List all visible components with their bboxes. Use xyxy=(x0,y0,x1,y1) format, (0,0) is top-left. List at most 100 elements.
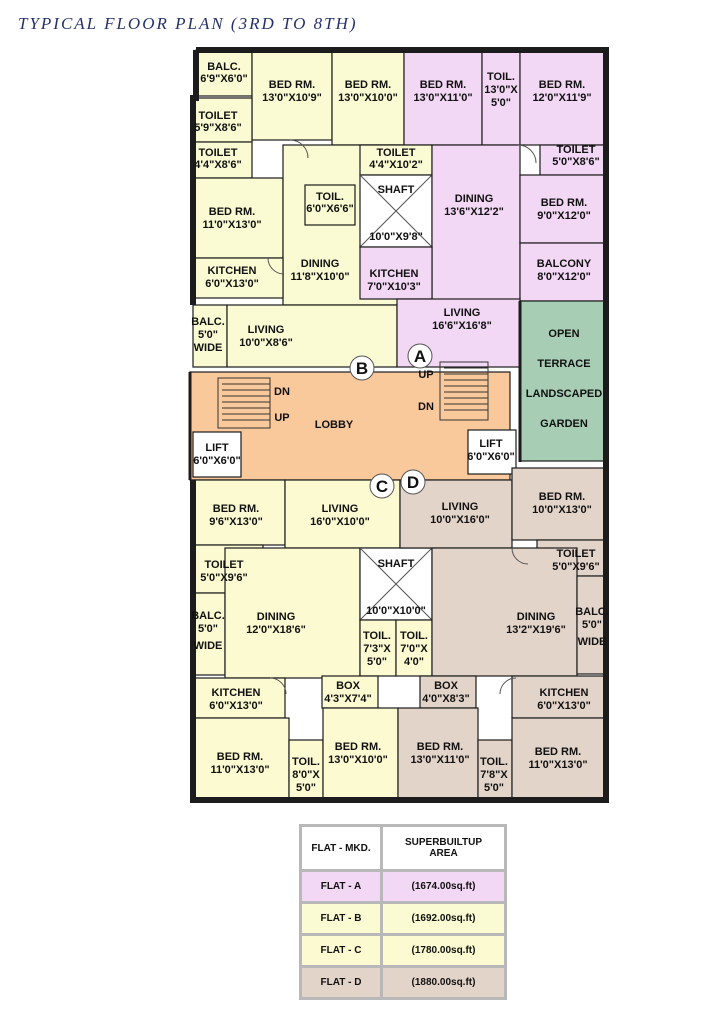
toil-d3-name: TOIL. xyxy=(480,756,508,768)
toil-b3 xyxy=(304,184,356,226)
toil-d2-dim1: 7'0"X xyxy=(400,643,428,655)
bed-d2-name: BED RM. xyxy=(417,741,463,753)
lobby-dn-right: DN xyxy=(418,401,434,413)
balc-c-dim2: WIDE xyxy=(194,640,223,652)
legend-row-flat-b: FLAT - B (1692.00sq.ft) xyxy=(299,901,507,936)
area-legend-table: FLAT - MKD. SUPERBUILTUP AREA FLAT - A (… xyxy=(299,824,507,1000)
lobby-up-left: UP xyxy=(274,412,289,424)
kitchen-d xyxy=(511,675,607,719)
toilet-b1-name: TOILET xyxy=(199,110,238,122)
living-b xyxy=(226,304,398,368)
legend-flat-area: (1880.00sq.ft) xyxy=(380,965,507,1000)
door-arc-6 xyxy=(499,677,517,695)
balc-d-dim2: WIDE xyxy=(578,636,607,648)
balc-d-name: BALC. xyxy=(575,606,609,618)
legend-flat-area: (1692.00sq.ft) xyxy=(380,901,507,936)
living-b-dim: 10'0"X8'6" xyxy=(239,337,293,349)
toil-d2-dim2: 4'0" xyxy=(404,656,424,668)
toil-d2 xyxy=(395,619,433,677)
kitchen-b xyxy=(192,257,284,299)
bed-c2-name: BED RM. xyxy=(217,751,263,763)
balc-b-top-dim: 6'9"X6'0" xyxy=(200,73,247,85)
balc-b-dim2: WIDE xyxy=(194,342,223,354)
bed-a2-name: BED RM. xyxy=(539,79,585,91)
living-b-name: LIVING xyxy=(248,324,285,336)
toilet-b2-name: TOILET xyxy=(199,147,238,159)
lift-left-dim: 6'0"X6'0" xyxy=(193,455,240,467)
flat-b-mark: B xyxy=(356,359,368,378)
toil-c2-name: TOIL. xyxy=(363,630,391,642)
legend-flat-area: (1674.00sq.ft) xyxy=(380,869,507,904)
legend-header-row: FLAT - MKD. SUPERBUILTUP AREA xyxy=(299,824,507,872)
bed-a2-dim: 12'0"X11'9" xyxy=(532,92,591,104)
toil-d3-dim1: 7'8"X xyxy=(480,769,508,781)
toilet-b1 xyxy=(192,97,253,143)
bed-d1-dim: 10'0"X13'0" xyxy=(532,504,592,516)
flat-c-area xyxy=(192,479,433,801)
terrace-line-1: OPEN xyxy=(548,328,579,340)
flat-d-mark: D xyxy=(407,473,419,492)
box-d xyxy=(419,675,477,709)
dining-c xyxy=(224,547,361,679)
bed-a2 xyxy=(519,49,607,146)
box-c-name: BOX xyxy=(336,680,361,692)
toilet-d-dim: 5'0"X9'6" xyxy=(552,561,599,573)
bed-b1-name: BED RM. xyxy=(269,79,315,91)
box-d-name: BOX xyxy=(434,680,459,692)
balcony-a-name: BALCONY xyxy=(537,258,592,270)
flat-c-mark: C xyxy=(376,477,388,496)
toil-a1-dim2: 5'0" xyxy=(491,97,511,109)
bed-c2-dim: 11'0"X13'0" xyxy=(210,764,269,776)
dining-b-dim: 11'8"X10'0" xyxy=(290,271,349,283)
plan-title: TYPICAL FLOOR PLAN (3RD TO 8TH) xyxy=(18,14,358,33)
floor-plan: A B C D BALC. 6'9"X6'0" BED RM. 13'0"X10… xyxy=(188,47,609,803)
lobby-name: LOBBY xyxy=(315,419,354,431)
living-d-name: LIVING xyxy=(442,501,479,513)
kitchen-a xyxy=(359,246,433,300)
kitchen-c-name: KITCHEN xyxy=(212,687,261,699)
toil-c3-name: TOIL. xyxy=(292,756,320,768)
door-arc-3 xyxy=(267,257,285,275)
bed-c3 xyxy=(322,707,399,801)
bed-a3-name: BED RM. xyxy=(541,197,587,209)
bed-c1-dim: 9'6"X13'0" xyxy=(209,516,263,528)
dining-b-name: DINING xyxy=(301,258,340,270)
balc-b xyxy=(192,304,228,368)
balc-b-dim1: 5'0" xyxy=(198,329,218,341)
bed-b3 xyxy=(192,177,284,259)
bed-d1-name: BED RM. xyxy=(539,491,585,503)
door-arc-5 xyxy=(269,677,287,695)
terrace-line-4: GARDEN xyxy=(540,418,588,430)
lift-left xyxy=(192,431,242,478)
lift-right-name: LIFT xyxy=(479,438,502,450)
dining-d-dim: 13'2"X19'6" xyxy=(506,624,566,636)
bed-b2-dim: 13'0"X10'0" xyxy=(338,92,398,104)
lift-right-dim: 6'0"X6'0" xyxy=(467,451,514,463)
flat-c-marker-circle xyxy=(369,473,395,499)
living-c-dim: 16'0"X10'0" xyxy=(310,516,370,528)
balc-d xyxy=(576,575,607,675)
lift-right xyxy=(467,429,517,475)
door-arc-1 xyxy=(289,139,309,159)
legend-row-flat-a: FLAT - A (1674.00sq.ft) xyxy=(299,869,507,904)
outer-wall-bottom xyxy=(190,462,609,803)
legend-row-flat-c: FLAT - C (1780.00sq.ft) xyxy=(299,933,507,968)
legend-flat-label: FLAT - C xyxy=(299,933,383,968)
toilet-a2-dim: 5'0"X8'6" xyxy=(552,156,599,168)
legend-flat-label: FLAT - A xyxy=(299,869,383,904)
toil-a1-dim1: 13'0"X xyxy=(484,84,518,96)
toilet-a-name: TOILET xyxy=(377,147,416,159)
balcony-a xyxy=(519,242,607,302)
kitchen-a-dim: 7'0"X10'3" xyxy=(367,281,421,293)
balc-c-dim1: 5'0" xyxy=(198,623,218,635)
shaft-top-name: SHAFT xyxy=(378,184,415,196)
box-c-dim: 4'3"X7'4" xyxy=(324,693,371,705)
box-d-dim: 4'0"X8'3" xyxy=(422,693,469,705)
shaft-top-dim: 10'0"X9'8" xyxy=(369,231,423,243)
balc-d-dim1: 5'0" xyxy=(582,619,602,631)
legend-row-flat-d: FLAT - D (1880.00sq.ft) xyxy=(299,965,507,1000)
bed-a1 xyxy=(403,49,483,146)
dining-a-name: DINING xyxy=(455,193,494,205)
door-arc-4 xyxy=(511,547,529,565)
flat-d-marker-circle xyxy=(400,469,426,495)
